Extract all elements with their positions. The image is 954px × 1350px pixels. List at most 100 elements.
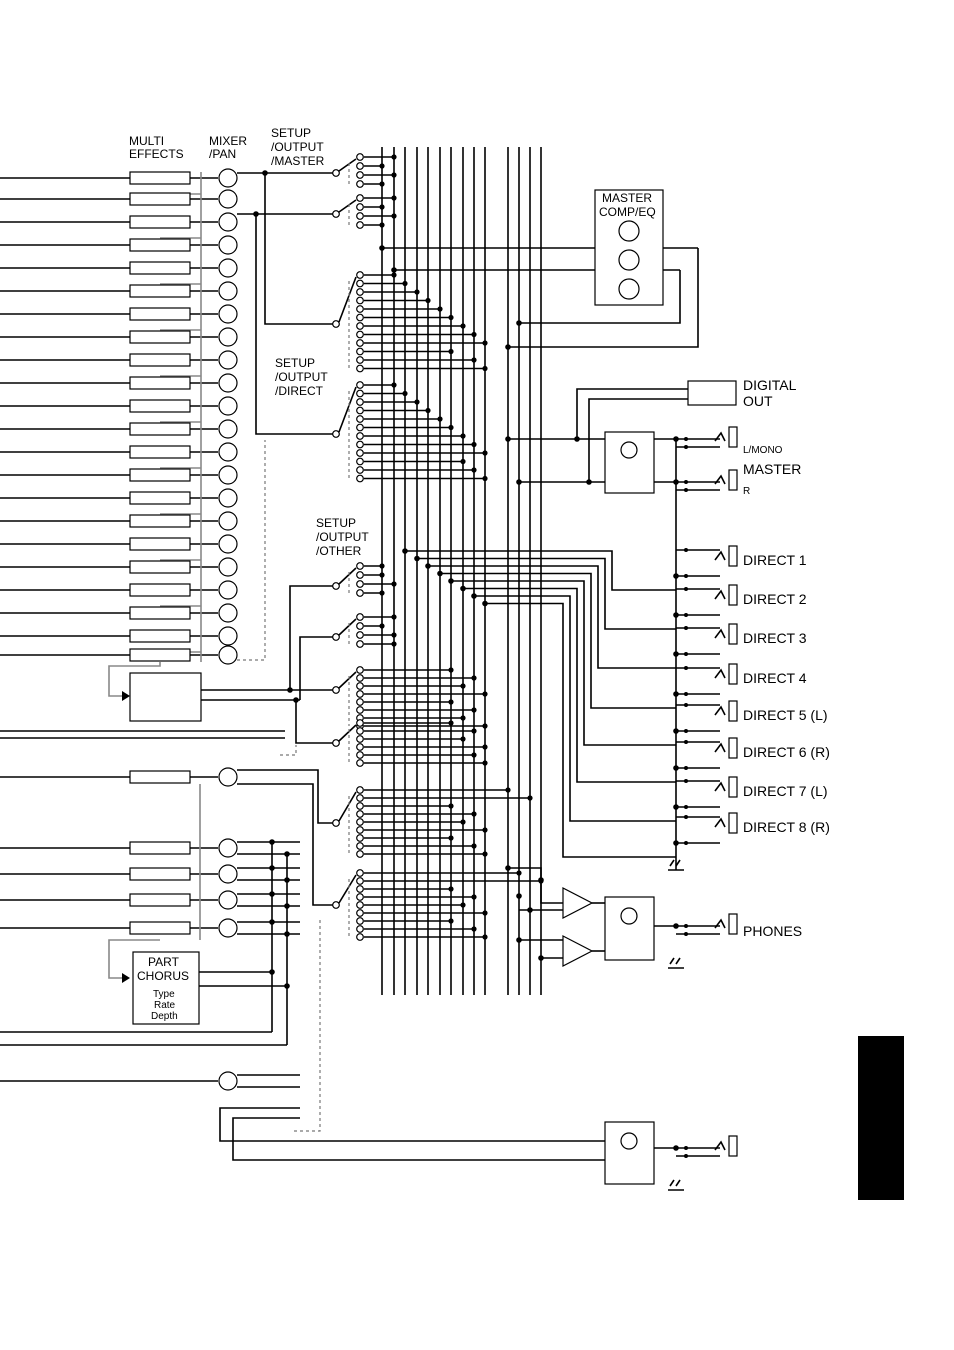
junction-dot — [684, 626, 688, 630]
direct-8-jack-body — [728, 812, 738, 834]
selector-contact — [356, 440, 364, 449]
junction-dot — [460, 819, 466, 825]
junction-dot — [262, 170, 268, 176]
selector-contact — [356, 406, 364, 415]
selector-contact — [356, 893, 364, 901]
aux-out — [232, 1117, 605, 1161]
direct-feed — [485, 602, 676, 858]
junction-dot — [505, 436, 511, 442]
other-input — [299, 636, 336, 700]
junction-dot — [379, 222, 385, 228]
junction-dot — [391, 382, 397, 388]
selector-contact — [332, 430, 340, 438]
mixer-pan-knob — [218, 281, 238, 301]
mixer-pan-knob — [218, 767, 238, 787]
junction-dot — [482, 934, 488, 940]
multi-effects-slot — [129, 841, 191, 855]
junction-dot — [293, 697, 299, 703]
junction-dot — [482, 600, 488, 607]
junction-dot — [471, 331, 477, 338]
other-selector-d-lever — [338, 724, 357, 742]
direct-7-jack-contact — [714, 781, 726, 792]
selector-contact — [356, 877, 364, 885]
direct-selector-a-lever — [338, 276, 357, 323]
direct-output-label: DIRECT 3 — [743, 630, 807, 646]
direct-1-jack-contact — [714, 550, 726, 561]
multi-effects-slot — [129, 583, 191, 597]
junction-dot — [425, 407, 431, 414]
ground-symbol — [668, 859, 684, 871]
setup-master-label: SETUP — [271, 126, 311, 140]
mixer-pan-knob — [218, 890, 238, 910]
direct-2-jack-body — [728, 584, 738, 606]
mixer-pan-label: /PAN — [209, 147, 236, 161]
direct-7-jack-body — [728, 776, 738, 798]
junction-dot — [414, 555, 420, 562]
junction-dot — [684, 932, 688, 936]
junction-dot — [684, 437, 688, 441]
junction-dot — [684, 766, 688, 770]
junction-dot — [684, 1146, 688, 1150]
junction-dot — [448, 918, 454, 924]
direct-output-label: DIRECT 8 (R) — [743, 819, 830, 835]
junction-dot — [284, 877, 290, 883]
mixer-pan-knob — [218, 645, 238, 665]
junction-dot — [379, 563, 385, 569]
diagram-labels: MULTIEFFECTSMIXER/PANSETUP/OUTPUT/MASTER… — [129, 126, 830, 1022]
mixer-pan-knob — [218, 864, 238, 884]
phones-label: PHONES — [743, 923, 802, 939]
setup-other-label: /OUTPUT — [316, 530, 369, 544]
direct-6-jack-body — [728, 737, 738, 759]
direct-feed — [451, 580, 676, 746]
mixer-pan-knob — [218, 304, 238, 324]
junction-dot — [482, 760, 488, 766]
multi-effects-slot — [129, 648, 191, 662]
setup-master-label: /MASTER — [271, 154, 325, 168]
selector-contact — [356, 850, 364, 858]
junction-dot — [482, 691, 488, 697]
selector-contact — [356, 690, 364, 698]
junction-dot — [448, 578, 454, 584]
multi-effects-slot — [129, 468, 191, 482]
junction-dot — [673, 804, 679, 810]
junction-dot — [425, 297, 431, 304]
selector-contact — [356, 322, 364, 330]
mixer-pan-knob — [218, 838, 238, 858]
direct-feed — [474, 595, 676, 822]
junction-dot — [414, 399, 420, 405]
junction-dot — [527, 795, 533, 801]
selector-contact — [356, 313, 364, 322]
multi-effects-slot — [129, 376, 191, 390]
mixer-pan-knob — [218, 626, 238, 646]
junction-dot — [448, 667, 454, 673]
selector-contact — [332, 819, 340, 827]
junction-dot — [673, 728, 679, 734]
junction-dot — [460, 736, 466, 742]
selector-contact — [356, 925, 364, 933]
selector-contact — [356, 818, 364, 826]
selector-contact — [356, 802, 364, 810]
signal-wires — [0, 147, 726, 1191]
junction-dot — [673, 436, 679, 442]
selector-contact — [332, 320, 340, 328]
junction-dot — [684, 815, 688, 819]
junction-dot — [482, 723, 488, 729]
direct-output-label: DIRECT 5 (L) — [743, 707, 828, 723]
junction-dot — [437, 416, 443, 422]
junction-dot — [684, 666, 688, 670]
selector-contact — [356, 381, 364, 389]
selector-contact — [356, 794, 364, 802]
phones-amp-1 — [562, 887, 594, 919]
mixer-pan-knob — [218, 1071, 238, 1091]
mixer-pan-knob — [218, 396, 238, 416]
junction-dot — [460, 683, 466, 689]
selector-contact — [356, 398, 364, 406]
selector-contact — [356, 909, 364, 917]
multi-effects-slot — [129, 284, 191, 298]
selector-contact — [332, 169, 340, 177]
master-r-jack-contact — [714, 474, 726, 485]
other-selector-f-lever — [338, 874, 357, 904]
junction-dot — [482, 827, 488, 833]
junction-dot — [402, 280, 408, 287]
arrow-head — [122, 973, 130, 983]
